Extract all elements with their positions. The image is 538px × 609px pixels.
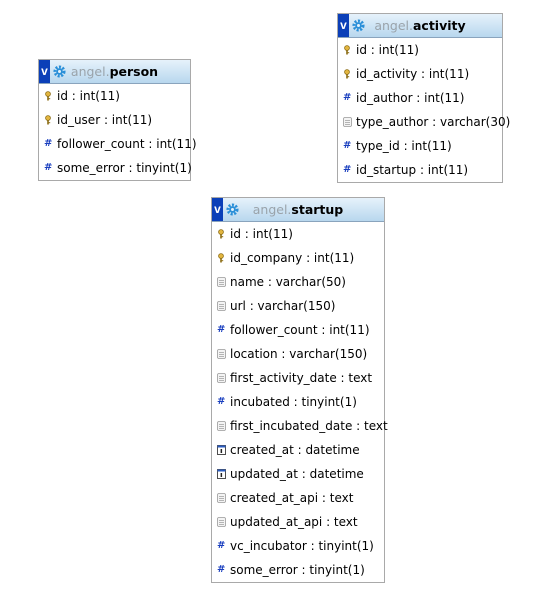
numeric-icon: # (343, 140, 352, 151)
column-list: id : int(11) id_company : int(11) name : v… (212, 222, 388, 582)
text-icon (217, 486, 226, 510)
column-label: id : int(11) (57, 89, 120, 103)
column-row[interactable]: # type_id : int(11) (338, 134, 502, 158)
column-row[interactable]: updated_at_api : text (212, 510, 384, 534)
column-label: updated_at : datetime (230, 467, 364, 481)
column-label: url : varchar(150) (230, 299, 336, 313)
column-label: follower_count : int(11) (57, 137, 197, 151)
column-row[interactable]: id : int(11) (39, 84, 190, 108)
column-row[interactable]: url : varchar(150) (212, 294, 384, 318)
numeric-icon: # (343, 92, 352, 103)
column-row[interactable]: # some_error : tinyint(1) (39, 156, 192, 180)
database-name: angel. (374, 18, 413, 33)
database-name: angel. (70, 64, 110, 79)
text-icon (217, 414, 226, 438)
column-label: name : varchar(50) (230, 275, 346, 289)
numeric-icon: # (217, 540, 226, 551)
column-row[interactable]: id : int(11) (212, 222, 384, 246)
column-row[interactable]: # some_error : tinyint(1) (212, 558, 384, 582)
text-icon (217, 270, 226, 294)
numeric-icon: # (217, 564, 226, 575)
column-row[interactable]: created_at_api : text (212, 486, 384, 510)
column-label: type_id : int(11) (356, 139, 452, 153)
column-row[interactable]: id : int(11) (338, 38, 502, 62)
column-row[interactable]: # vc_incubator : tinyint(1) (212, 534, 384, 558)
column-label: incubated : tinyint(1) (230, 395, 357, 409)
toggle-columns-button[interactable]: v (39, 60, 50, 83)
gear-icon[interactable] (226, 203, 239, 216)
column-label: vc_incubator : tinyint(1) (230, 539, 374, 553)
text-icon (343, 110, 352, 134)
column-row[interactable]: created_at : datetime (212, 438, 384, 462)
column-list: id : int(11) id_activity : int(11) # id_aut… (338, 38, 510, 182)
table-title: angel.startup (212, 198, 384, 221)
column-label: id : int(11) (230, 227, 293, 241)
toggle-columns-button[interactable]: v (212, 198, 223, 221)
column-label: created_at : datetime (230, 443, 360, 457)
numeric-icon: # (44, 162, 53, 173)
text-icon (217, 342, 226, 366)
column-row[interactable]: # id_startup : int(11) (338, 158, 502, 182)
column-label: id_user : int(11) (57, 113, 153, 127)
column-label: id : int(11) (356, 43, 419, 57)
column-row[interactable]: id_company : int(11) (212, 246, 384, 270)
column-row[interactable]: # follower_count : int(11) (39, 132, 197, 156)
text-icon (217, 510, 226, 534)
column-row[interactable]: # follower_count : int(11) (212, 318, 384, 342)
column-row[interactable]: first_activity_date : text (212, 366, 384, 390)
column-row[interactable]: # incubated : tinyint(1) (212, 390, 384, 414)
key-icon (44, 84, 53, 108)
column-row[interactable]: # id_author : int(11) (338, 86, 502, 110)
table-title: angel.activity (338, 14, 502, 37)
database-name: angel. (252, 202, 292, 217)
column-label: id_startup : int(11) (356, 163, 469, 177)
column-label: some_error : tinyint(1) (230, 563, 365, 577)
column-label: some_error : tinyint(1) (57, 161, 192, 175)
column-label: type_author : varchar(30) (356, 115, 511, 129)
datetime-icon (217, 438, 226, 462)
numeric-icon: # (217, 396, 226, 407)
text-icon (217, 366, 226, 390)
table-activity[interactable]: angel.activity v id : int(11) id_activity… (337, 13, 510, 183)
column-row[interactable]: first_incubated_date : text (212, 414, 388, 438)
numeric-icon: # (44, 138, 53, 149)
column-row[interactable]: id_user : int(11) (39, 108, 190, 132)
column-row[interactable]: id_activity : int(11) (338, 62, 502, 86)
column-label: id_company : int(11) (230, 251, 355, 265)
table-name: person (109, 64, 159, 79)
table-header[interactable]: angel.person v (39, 60, 190, 84)
table-name: startup (291, 202, 344, 217)
numeric-icon: # (217, 324, 226, 335)
column-label: first_activity_date : text (230, 371, 373, 385)
table-header[interactable]: angel.activity v (338, 14, 502, 38)
key-icon (343, 38, 352, 62)
column-row[interactable]: updated_at : datetime (212, 462, 384, 486)
column-row[interactable]: name : varchar(50) (212, 270, 384, 294)
table-title: angel.person (39, 60, 190, 83)
column-row[interactable]: location : varchar(150) (212, 342, 384, 366)
table-startup[interactable]: angel.startup v id : int(11) id_company :… (211, 197, 388, 583)
column-label: id_activity : int(11) (356, 67, 470, 81)
gear-icon[interactable] (53, 65, 66, 78)
toggle-columns-button[interactable]: v (338, 14, 349, 37)
column-label: follower_count : int(11) (230, 323, 370, 337)
column-label: id_author : int(11) (356, 91, 465, 105)
column-label: created_at_api : text (230, 491, 354, 505)
table-person[interactable]: angel.person v id : int(11) id_user : int… (38, 59, 197, 181)
datetime-icon (217, 462, 226, 486)
table-header[interactable]: angel.startup v (212, 198, 384, 222)
key-icon (44, 108, 53, 132)
column-label: location : varchar(150) (230, 347, 368, 361)
column-list: id : int(11) id_user : int(11) # follower_c… (39, 84, 197, 180)
column-row[interactable]: type_author : varchar(30) (338, 110, 510, 134)
numeric-icon: # (343, 164, 352, 175)
gear-icon[interactable] (352, 19, 365, 32)
column-label: updated_at_api : text (230, 515, 358, 529)
text-icon (217, 294, 226, 318)
column-label: first_incubated_date : text (230, 419, 388, 433)
table-name: activity (412, 18, 466, 33)
key-icon (343, 62, 352, 86)
key-icon (217, 246, 226, 270)
key-icon (217, 222, 226, 246)
